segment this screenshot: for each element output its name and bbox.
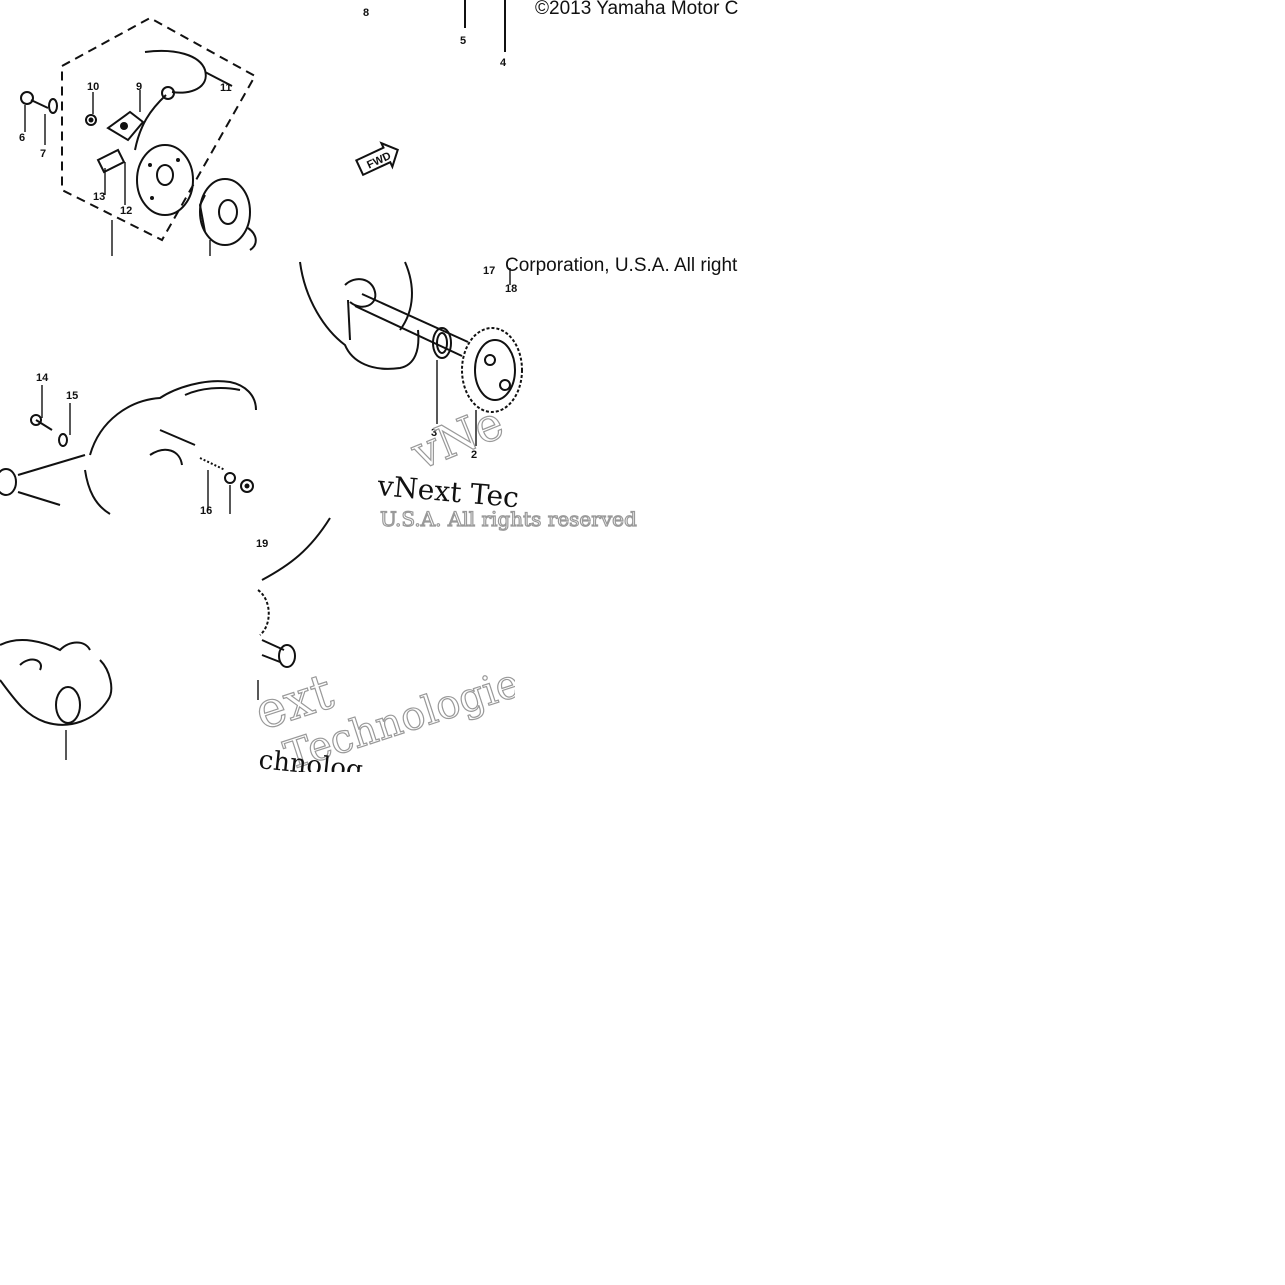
fwd-arrow-icon: FWD [354, 141, 399, 177]
breaker-assembly-panel: FWD [20, 0, 506, 256]
callout-18: 18 [505, 283, 517, 295]
crankcase-gear-panel [0, 261, 523, 515]
copyright-text-2: Corporation, U.S.A. All right [505, 255, 738, 276]
callout-12: 12 [120, 205, 132, 217]
callout-3: 3 [431, 427, 437, 439]
callout-17: 17 [483, 265, 495, 277]
callout-5: 5 [460, 35, 466, 47]
callout-6: 6 [19, 132, 25, 144]
blank-area-middle [515, 527, 772, 772]
blank-area-right [772, 0, 1285, 772]
callout-15: 15 [66, 390, 78, 402]
callout-8: 8 [363, 7, 369, 19]
callout-4: 4 [500, 57, 507, 69]
copyright-text: ©2013 Yamaha Motor C [535, 0, 738, 19]
callout-14: 14 [36, 372, 49, 384]
watermark-text: vNe [403, 395, 511, 480]
lower-parts-panel [0, 517, 331, 760]
callout-10: 10 [87, 81, 99, 93]
callout-11: 11 [220, 82, 232, 94]
blank-area [0, 772, 1285, 1285]
callout-2: 2 [471, 449, 477, 461]
callout-7: 7 [40, 148, 46, 160]
callout-19: 19 [256, 538, 268, 550]
callout-9: 9 [136, 81, 142, 93]
callout-16: 16 [200, 505, 212, 517]
callout-13: 13 [93, 191, 105, 203]
